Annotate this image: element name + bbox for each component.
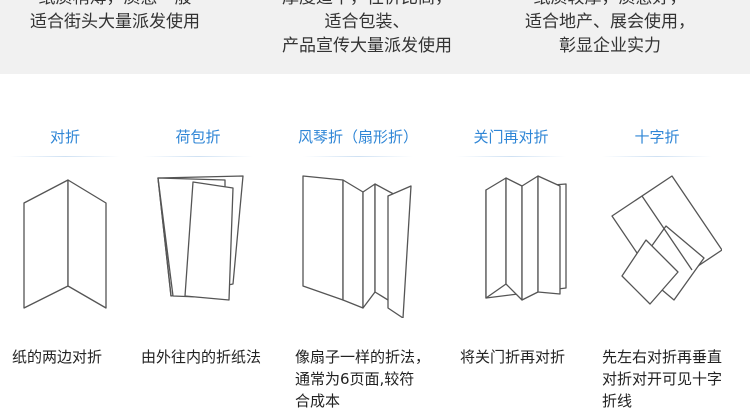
fold-desc: 将关门折再对折 (460, 346, 565, 368)
fold-desc-line: 像扇子一样的折法， (295, 348, 431, 366)
paper-desc-line: 纸质稍薄，质感一般 (15, 0, 215, 10)
fold-desc-line: 折线 (602, 392, 633, 410)
fold-title: 对折 (49, 128, 80, 146)
fold-roll: 荷包折 由外往内的折纸法 (123, 118, 273, 408)
fold-desc: 纸的两边对折 (12, 346, 102, 368)
paper-desc-line: 彰显企业实力 (559, 36, 661, 56)
paper-desc-line: 适合地产、展会使用， (525, 12, 695, 32)
fold-desc-line: 合成本 (295, 392, 341, 410)
fold-title: 荷包折 (175, 128, 221, 146)
paper-desc-1: 纸质稍薄，质感一般 适合街头大量派发使用 (15, 0, 215, 34)
top-band (0, 0, 750, 74)
bifold-icon (0, 168, 130, 318)
cross-fold-icon (592, 168, 722, 318)
paper-desc-line: 适合包装、 (324, 12, 410, 32)
paper-desc-line: 适合街头大量派发使用 (30, 12, 200, 32)
fold-double-gate: 关门再对折 将关门折再对折 (436, 118, 586, 408)
fold-desc: 先左右对折再垂直 对折对开可见十字 折线 (602, 346, 722, 412)
paper-desc-2: 厚度适中，性价比高， 适合包装、 产品宣传大量派发使用 (262, 0, 472, 58)
fold-bifold: 对折 纸的两边对折 (0, 118, 140, 408)
double-gate-fold-icon (446, 168, 576, 318)
fold-desc-line: 将关门折再对折 (460, 348, 566, 366)
title-underline (10, 156, 120, 157)
fold-accordion: 风琴折（扇形折） 像扇子一样的折法， 通常为6页面,较符 合成本 (283, 118, 433, 410)
fold-title: 风琴折（扇形折） (297, 128, 418, 146)
title-underline (303, 156, 413, 157)
paper-desc-3: 纸质较厚，质感好， 适合地产、展会使用， 彰显企业实力 (510, 0, 710, 58)
roll-fold-icon (133, 168, 263, 318)
title-underline (456, 156, 566, 157)
accordion-fold-icon (293, 168, 423, 318)
title-underline (143, 156, 253, 157)
fold-desc-line: 通常为6页面,较符 (295, 370, 415, 388)
paper-desc-line: 厚度适中，性价比高， (262, 0, 472, 10)
paper-desc-line: 产品宣传大量派发使用 (282, 36, 452, 56)
fold-desc-line: 由外往内的折纸法 (141, 348, 262, 366)
paper-desc-line: 纸质较厚，质感好， (510, 0, 710, 10)
fold-cross: 十字折 先左右对折再垂直 对折对开可见十字 折线 (582, 118, 732, 410)
fold-desc: 像扇子一样的折法， 通常为6页面,较符 合成本 (295, 346, 430, 412)
fold-desc: 由外往内的折纸法 (141, 346, 261, 368)
fold-desc-line: 先左右对折再垂直 (602, 348, 723, 366)
fold-desc-line: 纸的两边对折 (12, 348, 103, 366)
fold-desc-line: 对折对开可见十字 (602, 370, 723, 388)
fold-title: 十字折 (634, 128, 680, 146)
title-underline (602, 156, 712, 157)
fold-title: 关门再对折 (473, 128, 549, 146)
